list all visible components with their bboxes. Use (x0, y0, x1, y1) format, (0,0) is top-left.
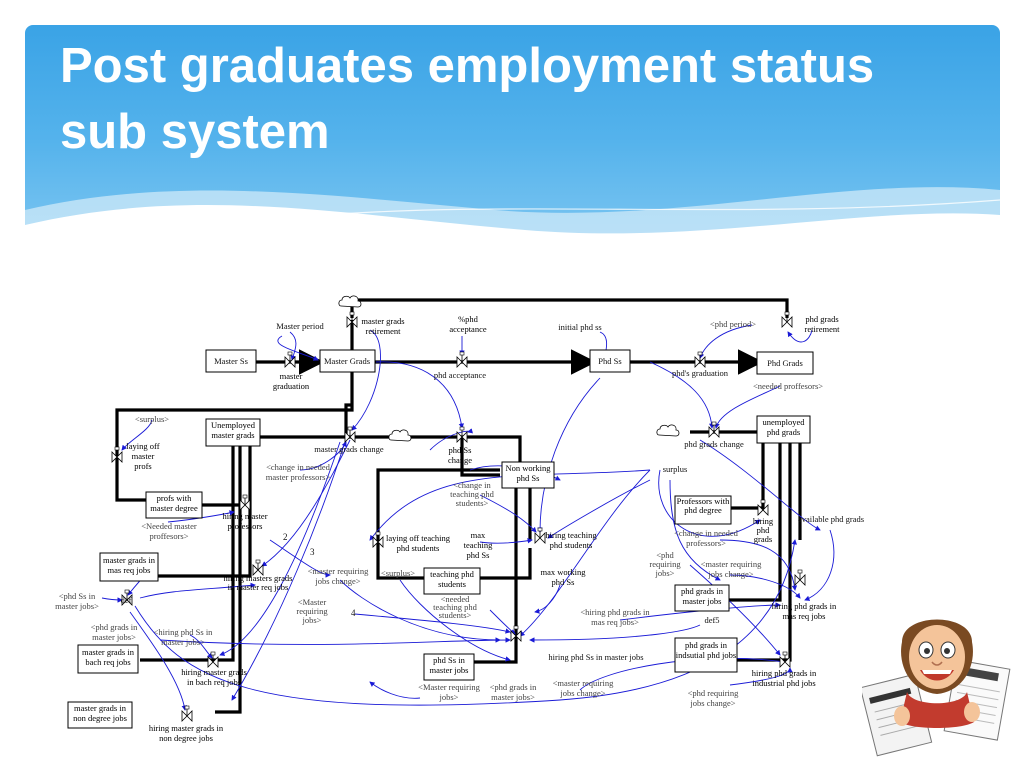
var-master-period: Master period (276, 321, 324, 331)
stock-teaching-phd-students: teaching phd students (430, 569, 474, 589)
var-master-grads-retirement: master grads retirement (361, 316, 405, 336)
var-available-phd-grads: available phd grads (798, 514, 864, 524)
var-change-teaching-phd: <change in teaching phd students> (450, 481, 494, 508)
var-phd-requiring-jobs-change: <phd requiring jobs change> (687, 688, 739, 708)
stock-professors-phd: Professors with phd degree (676, 497, 730, 515)
var-hiring-phd-ss-master-jobs: hiring phd Ss in master jobs (548, 652, 643, 662)
var-phd-ss-change: phd Ss change (447, 445, 473, 465)
var-hiring-masters-mas-req: hiring masters grads in master req jobs (223, 574, 293, 592)
var-laying-off-teaching-phd: laying off teaching phd students (385, 533, 451, 553)
var-hiring-teaching-phd: hiring teaching phd students (545, 530, 597, 550)
stock-non-working-phd-ss: Non working phd Ss (505, 463, 551, 483)
page-title: Post graduates employment status sub sys… (60, 39, 875, 159)
variables: Master period master grads retirement %p… (55, 314, 864, 743)
stock-master-ss: Master Ss (214, 356, 248, 366)
number-3: 3 (310, 547, 315, 557)
var-hiring-master-professors: hiring master professors (222, 511, 268, 531)
number-4: 4 (351, 608, 356, 618)
var-surplus-shadow-1: <surplus> (135, 414, 169, 424)
stock-phd-ss: Phd Ss (598, 356, 621, 366)
var-initial-phd-ss: initial phd ss (558, 322, 601, 332)
var-phd-acceptance: phd acceptance (434, 370, 486, 380)
var-master-requiring-jobs-2: <Master requiring jobs> (418, 682, 480, 702)
stock-phd-grads-industrial: phd grads in indsutial phd jobs (675, 640, 737, 660)
stock-phd-grads-master-jobs: phd grads in master jobs (680, 586, 724, 606)
var-surplus: surplus (663, 464, 688, 474)
var-hiring-phd-grads-mas-req-shadow: <hiring phd grads in mas req jobs> (580, 607, 650, 627)
loop-numbers: 2 3 4 (283, 532, 356, 618)
var-laying-off-master-profs: laying off master profs (126, 441, 160, 471)
stock-master-grads-nondegree: master grads in non degree jobs (73, 703, 127, 723)
var-change-needed-master-prof: <change in needed master professors> (265, 462, 331, 482)
stock-profs-master-degree: profs with master degree (150, 493, 198, 513)
influence-links (101, 324, 835, 711)
stock-master-grads-mas-req: master grads in mas req jobs (103, 555, 155, 575)
var-phd-grads-master-jobs-shadow-2: <phd grads in master jobs> (489, 682, 537, 702)
var-master-req-jobs-change-1: <master requiring jobs change> (700, 559, 762, 579)
var-master-req-jobs-change-3: <master requiring jobs change> (552, 678, 614, 698)
var-phd-requiring-jobs: <phd requiring jobs> (649, 551, 681, 578)
title-banner: Post graduates employment status sub sys… (25, 25, 1000, 285)
var-phds-graduation: phd's graduation (672, 368, 729, 378)
var-master-grads-change: master grads change (314, 444, 384, 454)
stocks: Master Ss Master Grads Phd Ss Phd Grads … (67, 349, 814, 729)
stock-unemployed-phd-grads: unemployed phd grads (762, 417, 805, 437)
var-max-working-phd-ss: max working phd Ss (540, 567, 586, 587)
var-phd-ss-in-master-jobs: <phd Ss in master jobs> (55, 591, 99, 611)
var-needed-master-proffesors: <Needed master proffesors> (141, 521, 197, 541)
var-master-graduation: master graduation (272, 371, 310, 391)
var-hiring-phd-grads: hiring phd grads (752, 517, 774, 544)
var-hiring-phd-industrial: hiring phd grads in industrial phd jobs (751, 668, 817, 688)
wave-decoration (25, 187, 1000, 285)
stock-unemployed-master-grads: Unemployed master grads (211, 420, 255, 440)
var-max-teaching-phd-ss: max teaching phd Ss (463, 530, 493, 560)
var-hiring-phd-ss-master-jobs-shadow: <hiring phd Ss in master jobs> (153, 627, 213, 647)
var-change-needed-professors: <change in needed professors> (674, 528, 738, 548)
var-pct-phd-acceptance: %phd acceptance (449, 314, 487, 334)
var-master-req-jobs-change-2: <master requiring jobs change> (307, 566, 369, 586)
var-hiring-master-bach: hiring master grads in bach req jobs (181, 667, 247, 687)
stock-phd-ss-master-jobs: phd Ss in master jobs (429, 655, 469, 675)
var-hiring-phd-grads-mas-req: hiring phd grads in mas req jobs (771, 601, 837, 621)
var-def: def (121, 595, 132, 605)
stock-phd-grads: Phd Grads (767, 358, 803, 368)
var-phd-grads-change: phd grads change (684, 439, 744, 449)
stock-master-grads-bach: master grads in bach req jobs (82, 647, 134, 667)
var-hiring-master-nondeg: hiring master grads in non degree jobs (148, 723, 224, 743)
var-needed-proffesors: <needed proffesors> (753, 381, 823, 391)
number-2: 2 (283, 532, 288, 542)
var-phd-period: <phd period> (710, 319, 756, 329)
var-surplus-shadow-2: <surplus> (381, 568, 415, 578)
mascot-resume-icon (862, 619, 1011, 757)
var-phd-grads-retirement: phd grads retirement (804, 314, 840, 334)
var-def5: def5 (704, 615, 719, 625)
var-phd-grads-master-jobs-shadow: <phd grads in master jobs> (90, 622, 138, 642)
var-master-requiring-jobs: <Master requiring jobs> (296, 598, 328, 625)
flow-pipes (115, 298, 802, 714)
stock-master-grads: Master Grads (324, 356, 370, 366)
var-needed-teaching-phd: <needed teaching phd students> (433, 595, 477, 620)
